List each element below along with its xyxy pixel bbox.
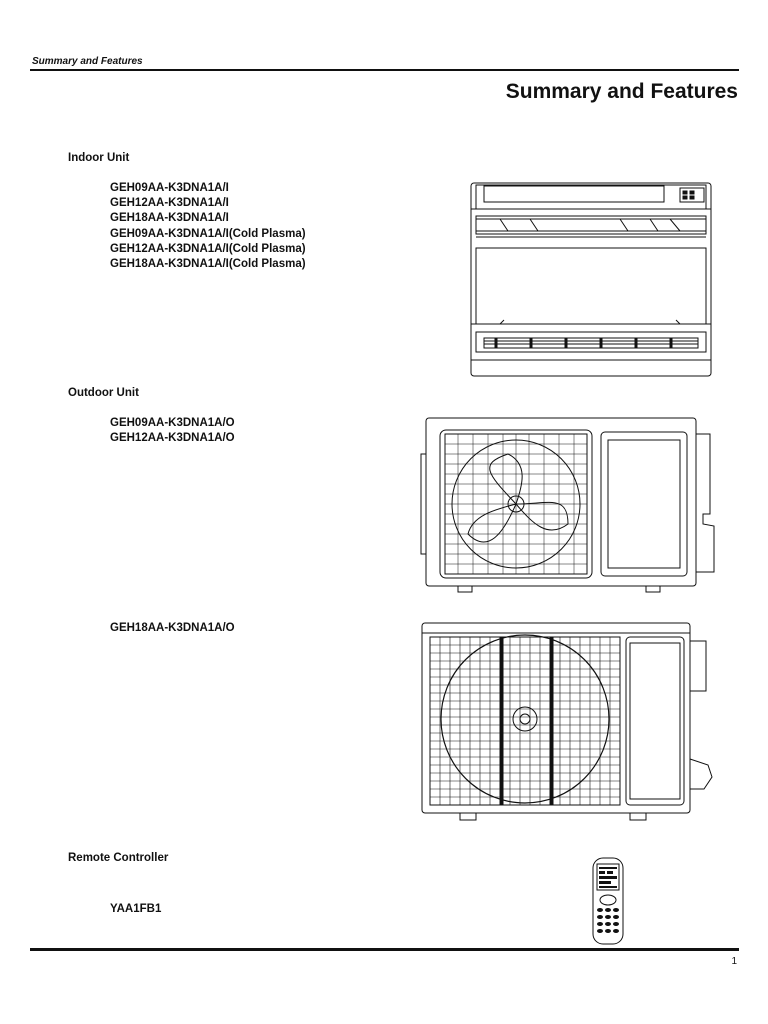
remote-controller-drawing bbox=[591, 856, 625, 946]
indoor-model-list: GEH09AA-K3DNA1A/I GEH12AA-K3DNA1A/I GEH1… bbox=[110, 181, 306, 272]
outdoor-model-list-large: GEH18AA-K3DNA1A/O bbox=[110, 621, 235, 636]
model-item: GEH18AA-K3DNA1A/I bbox=[110, 212, 229, 225]
model-item: GEH12AA-K3DNA1A/O bbox=[110, 432, 235, 445]
model-item: GEH09AA-K3DNA1A/O bbox=[110, 417, 235, 429]
model-item: GEH09AA-K3DNA1A/I(Cold Plasma) bbox=[110, 227, 306, 240]
remote-controller-heading: Remote Controller bbox=[68, 852, 169, 864]
model-item: YAA1FB1 bbox=[110, 903, 162, 915]
model-item: GEH18AA-K3DNA1A/I(Cold Plasma) bbox=[110, 258, 306, 271]
outdoor-unit-small-drawing bbox=[418, 414, 718, 596]
remote-model-list: YAA1FB1 bbox=[110, 902, 161, 917]
model-item: GEH12AA-K3DNA1A/I bbox=[110, 197, 229, 210]
model-item: GEH12AA-K3DNA1A/I(Cold Plasma) bbox=[110, 242, 306, 255]
outdoor-unit-large-drawing bbox=[416, 619, 722, 827]
footer-divider bbox=[30, 948, 739, 951]
outdoor-unit-heading: Outdoor Unit bbox=[68, 387, 139, 399]
running-header: Summary and Features bbox=[32, 56, 143, 67]
page-number: 1 bbox=[731, 956, 737, 967]
header-divider bbox=[30, 69, 739, 71]
outdoor-model-list-small: GEH09AA-K3DNA1A/O GEH12AA-K3DNA1A/O bbox=[110, 416, 235, 446]
indoor-unit-heading: Indoor Unit bbox=[68, 152, 130, 164]
model-item: GEH18AA-K3DNA1A/O bbox=[110, 622, 235, 634]
indoor-unit-drawing bbox=[470, 182, 712, 377]
model-item: GEH09AA-K3DNA1A/I bbox=[110, 182, 229, 194]
page-title: Summary and Features bbox=[505, 80, 738, 103]
